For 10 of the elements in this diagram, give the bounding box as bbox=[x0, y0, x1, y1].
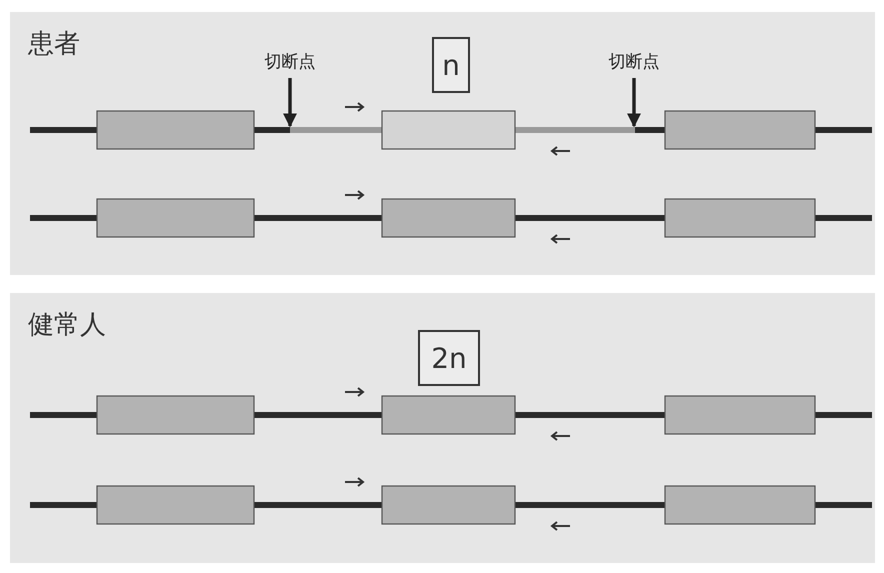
copy-number-label: 2n bbox=[418, 330, 480, 386]
panel bbox=[10, 12, 875, 275]
arrow bbox=[283, 78, 297, 128]
panel bbox=[10, 293, 875, 563]
breakpoint-label: 切断点 bbox=[245, 50, 335, 76]
panel-title: 患者 bbox=[28, 28, 80, 61]
breakpoint-label: 切断点 bbox=[589, 50, 679, 76]
panel-title: 健常人 bbox=[28, 309, 106, 342]
copy-number-label: n bbox=[432, 37, 470, 93]
arrow bbox=[627, 78, 641, 128]
